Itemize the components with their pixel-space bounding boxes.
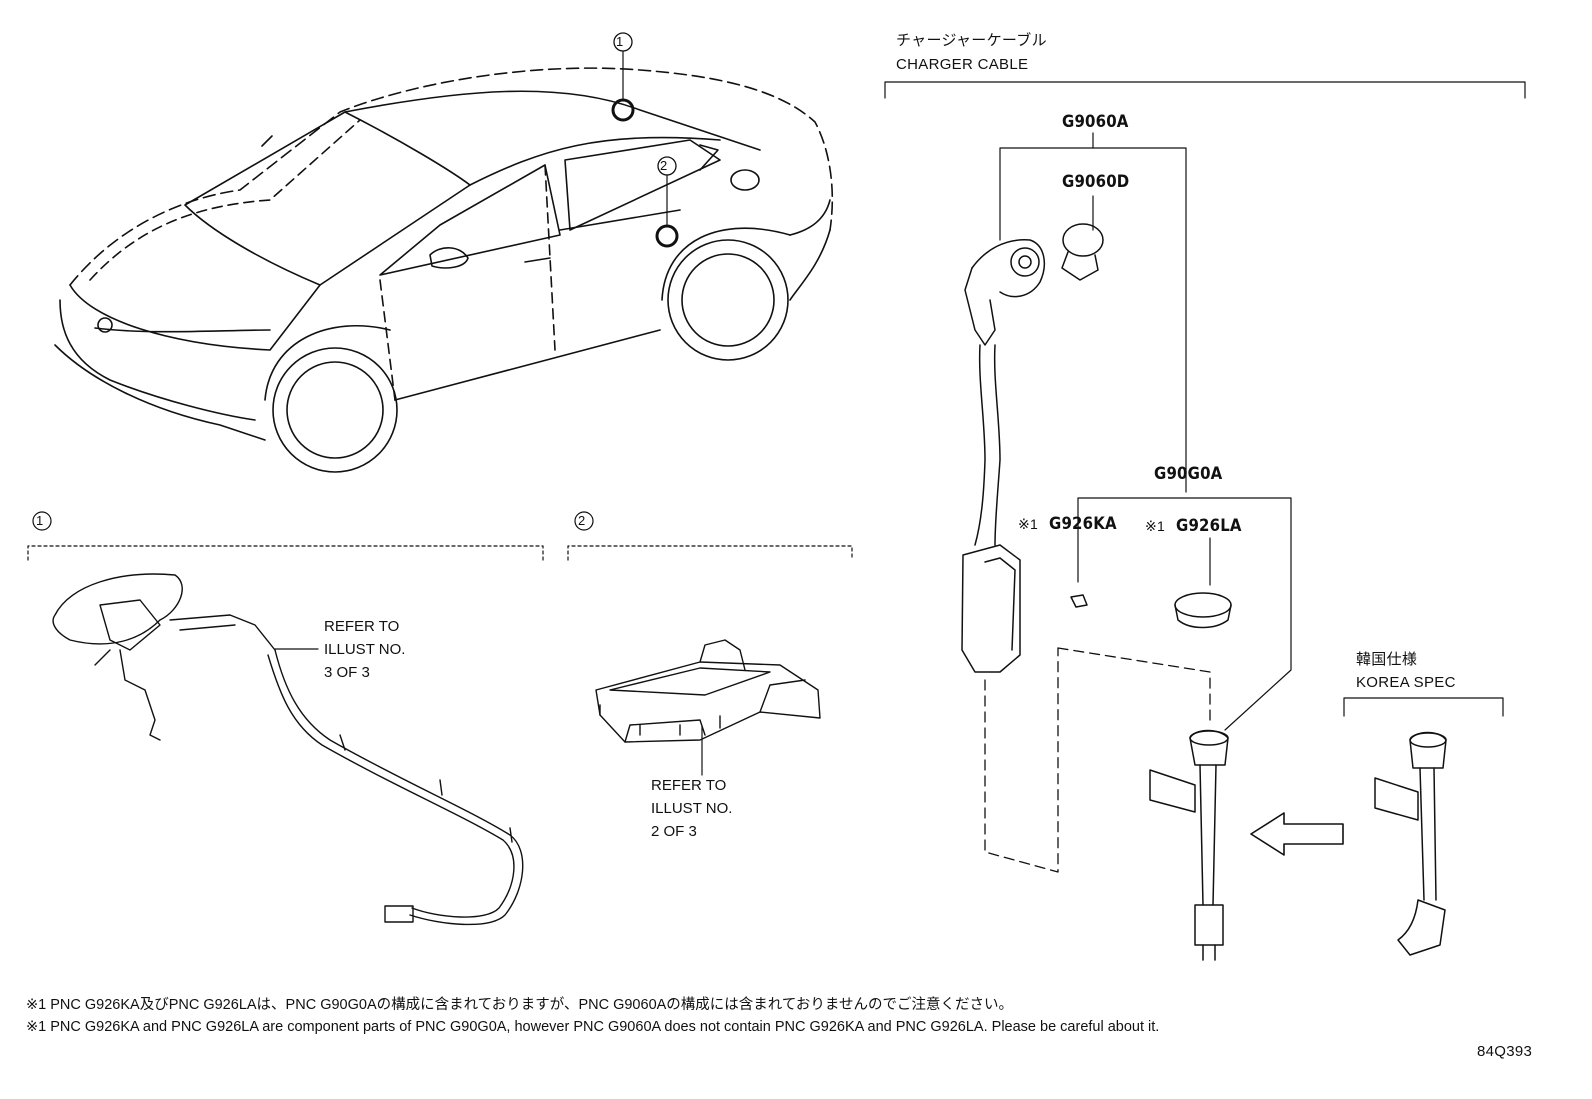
refer-line-2: ILLUST NO. [651, 800, 733, 817]
dashed-relation-lines [984, 647, 1211, 873]
footnote-mark-g926la: ※1 [1145, 518, 1166, 534]
part-number-g926la: G926LA [1176, 516, 1242, 536]
korea-spec-title-ja: 韓国仕様 [1356, 651, 1418, 668]
callout-1-number: 1 [616, 34, 624, 49]
footnote-en: ※1 PNC G926KA and PNC G926LA are compone… [26, 1019, 1160, 1035]
illustration-code: 84Q393 [1477, 1043, 1533, 1060]
section-2-refer-note: REFER TO ILLUST NO. 2 OF 3 [651, 774, 732, 843]
direction-arrow [1250, 812, 1344, 856]
callout-1-marker [611, 32, 635, 122]
charger-cable-bracket [884, 81, 1526, 99]
clip-g926ka-illustration [1070, 594, 1088, 608]
refer-line-2: ILLUST NO. [324, 641, 406, 658]
wire-harness-illustration [52, 573, 524, 926]
callout-2-number: 2 [660, 158, 668, 173]
refer-line-3: 2 OF 3 [651, 823, 697, 840]
korea-plug-illustration [1374, 731, 1447, 956]
footnote-ja: ※1 PNC G926KA及びPNC G926LAは、PNC G90G0Aの構成… [26, 997, 1013, 1013]
section-2-number: 2 [578, 513, 586, 528]
charger-cable-title-ja: チャージャーケーブル [896, 32, 1047, 49]
section-1-bracket [27, 511, 544, 561]
cap-g9060d-illustration [1061, 223, 1104, 281]
section-1-refer-note: REFER TO ILLUST NO. 3 OF 3 [324, 615, 405, 684]
korea-spec-title-en: KOREA SPEC [1356, 674, 1456, 691]
connector-gun-illustration [961, 239, 1046, 673]
plug-cable-illustration [1149, 729, 1229, 961]
refer-line-3: 3 OF 3 [324, 664, 370, 681]
refer-line-1: REFER TO [324, 618, 400, 635]
section-2-bracket [567, 511, 853, 561]
part-tree-lines [999, 132, 1504, 731]
part-number-g9060d: G9060D [1062, 172, 1130, 192]
callout-2-marker [655, 156, 679, 248]
vehicle-illustration [54, 67, 834, 473]
cap-g926la-illustration [1174, 592, 1232, 629]
footnote-mark-g926ka: ※1 [1018, 516, 1039, 532]
part-number-g926ka: G926KA [1049, 514, 1117, 534]
module-illustration [595, 639, 821, 743]
section-1-number: 1 [36, 513, 44, 528]
part-number-g9060a: G9060A [1062, 112, 1129, 132]
part-number-g90g0a: G90G0A [1154, 464, 1223, 484]
refer-line-1: REFER TO [651, 777, 727, 794]
charger-cable-title-en: CHARGER CABLE [896, 56, 1029, 73]
